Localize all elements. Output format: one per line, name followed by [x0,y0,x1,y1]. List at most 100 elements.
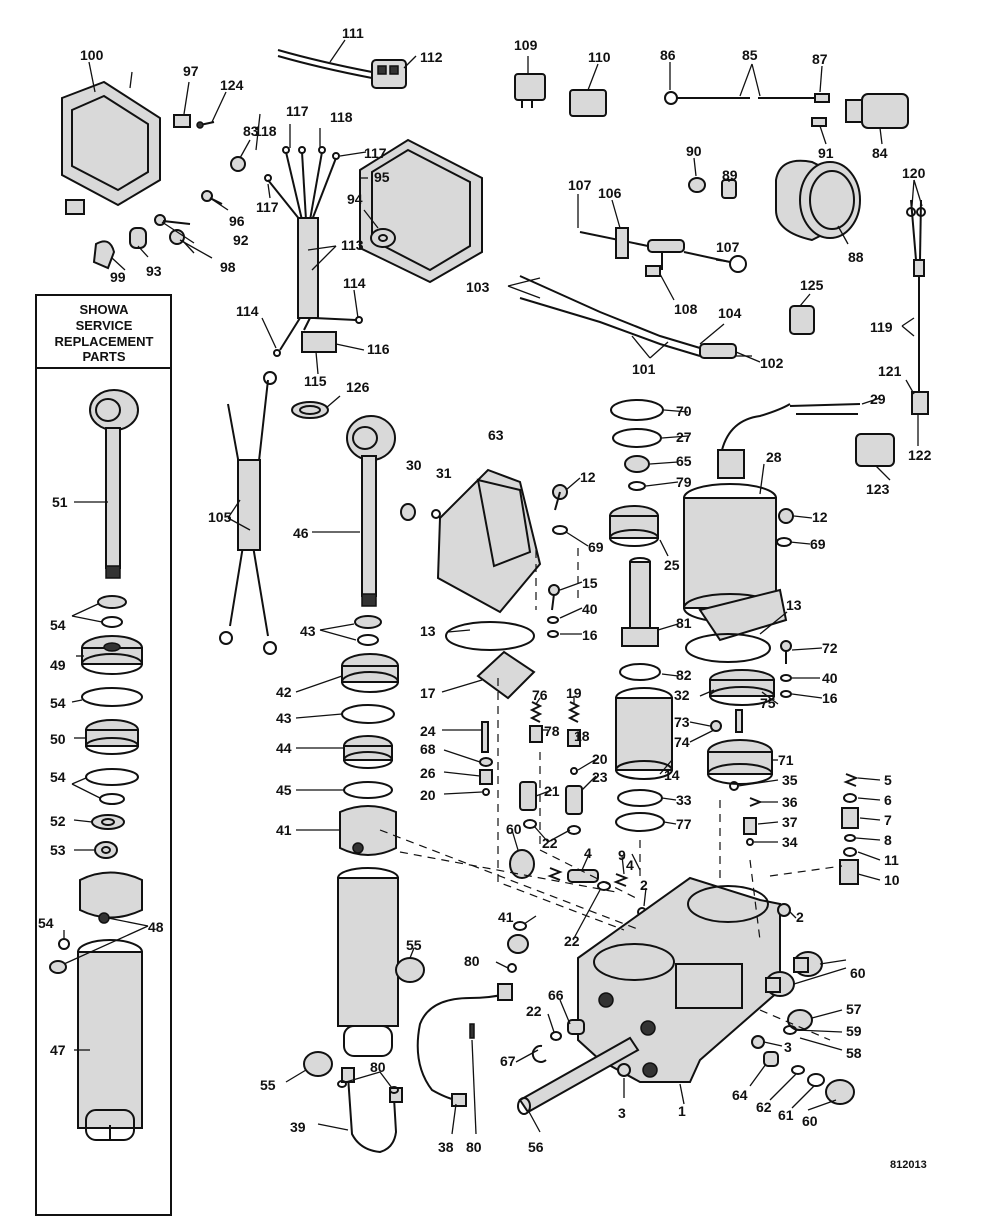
callout-55-b: 55 [260,1077,276,1093]
part-27-o-ring [612,428,662,448]
part-24-pin [481,721,489,753]
part-61-o-ring [807,1073,825,1087]
callout-31: 31 [436,465,452,481]
callout-30: 30 [406,457,422,473]
part-70-o-ring [610,399,664,421]
callout-51: 51 [52,494,68,510]
callout-125: 125 [800,277,824,293]
callout-69-a: 69 [588,539,604,555]
part-62-o-ring [791,1065,805,1075]
callout-32: 32 [674,687,690,703]
part-125-plug [789,305,815,335]
part-41-cylinder-head [339,805,397,856]
part-8-o-ring [844,834,856,842]
part-69-washer [552,525,568,535]
part-14-sleeve [615,687,673,780]
part-80-o-ring-a [337,1080,347,1088]
callout-20-a: 20 [420,787,436,803]
drawing-number: 812013 [890,1159,927,1171]
part-54-o-ring [81,687,143,707]
callout-124: 124 [220,77,244,93]
part-73-pin [735,709,743,733]
part-54-seals-upper [97,595,127,628]
part-54-o-ring-2 [85,768,139,786]
part-13-o-ring-right [685,633,771,663]
part-95-relay-cover [359,138,483,284]
callout-123: 123 [866,481,890,497]
part-36-spring [749,797,763,807]
callout-118-a: 118 [254,123,277,139]
callout-106: 106 [598,185,622,201]
callout-73: 73 [674,714,690,730]
part-101-harness [519,275,737,359]
part-59-o-ring [783,1025,797,1035]
callout-18: 18 [574,728,590,744]
callout-62: 62 [756,1099,772,1115]
callout-43-a: 43 [300,623,316,639]
callout-88: 88 [848,249,864,265]
callout-41-b: 41 [498,909,514,925]
callout-58: 58 [846,1045,862,1061]
part-32-bearing [709,669,775,706]
part-43-seal [354,615,382,629]
part-124-screw [196,121,215,129]
callout-83: 83 [243,123,259,139]
callout-97: 97 [183,63,199,79]
callout-71: 71 [778,752,794,768]
part-18-valve [567,729,581,747]
callout-120: 120 [902,165,926,181]
callout-101: 101 [632,361,656,377]
part-69-washer-right [776,537,792,547]
callout-55-a: 55 [406,937,422,953]
callout-59: 59 [846,1023,862,1039]
callout-44: 44 [276,740,292,756]
callout-2-b: 2 [796,909,804,925]
callout-1: 1 [678,1103,686,1119]
part-19-spring [567,701,581,723]
part-1-manifold [577,876,781,1083]
callout-114-a: 114 [343,275,366,291]
callout-63: 63 [488,427,504,443]
part-116-connector [301,331,337,353]
callout-43-b: 43 [276,710,292,726]
callout-37: 37 [782,814,798,830]
callout-100: 100 [80,47,104,63]
leader-lines [63,39,923,1135]
part-94-grommet [370,228,396,248]
part-23-valve-seat [565,785,583,815]
callout-108: 108 [674,301,698,317]
part-43-o-ring [357,634,379,646]
callout-76: 76 [532,687,548,703]
part-37-plug [743,817,757,835]
part-55-bushing-upper [395,957,425,983]
part-11-o-ring [843,847,857,857]
part-77-o-ring [615,812,665,832]
callout-4-b: 4 [626,857,634,873]
callout-35: 35 [782,772,798,788]
callout-94: 94 [347,191,363,207]
showa-title-line-2: SERVICE [76,318,133,333]
callout-20-b: 20 [592,751,608,767]
callout-34: 34 [782,834,798,850]
part-126-clamp [291,401,329,419]
part-15-screw [548,584,560,611]
showa-title-line-4: PARTS [82,349,125,364]
callout-66: 66 [548,987,564,1003]
part-20-ball-right [570,767,578,775]
part-45-o-ring [343,781,393,799]
callout-117-c: 117 [256,199,279,215]
part-55-bushing-lower [303,1051,333,1077]
callout-4-a: 4 [584,845,592,861]
part-80-o-ring-b [389,1086,399,1094]
callout-50: 50 [50,731,66,747]
callout-107-a: 107 [568,177,592,193]
callout-48: 48 [148,919,164,935]
part-40-washer-right [780,674,792,682]
callout-60-a: 60 [506,821,522,837]
part-49-head [81,635,143,675]
callout-labels: 100 97 124 83 96 92 98 93 99 111 112 117… [38,25,932,1171]
part-22-o-ring-d [550,1031,562,1041]
callout-117-a: 117 [286,103,309,119]
callout-53: 53 [50,842,66,858]
part-121-connector [911,391,929,415]
